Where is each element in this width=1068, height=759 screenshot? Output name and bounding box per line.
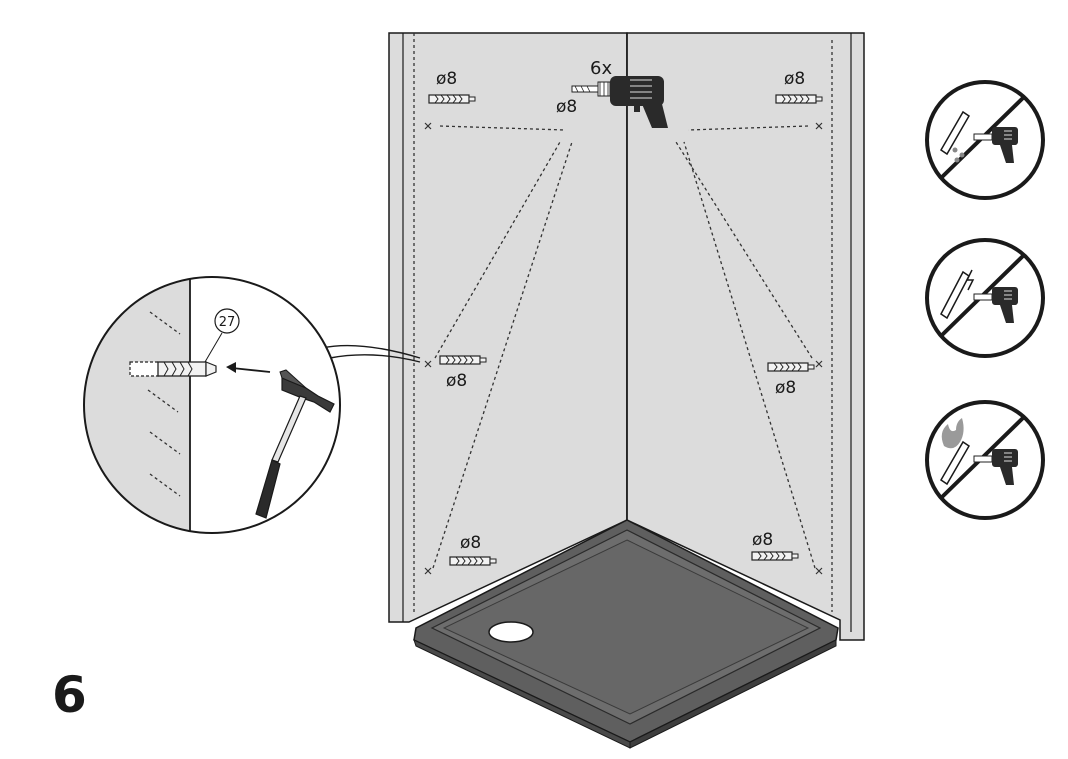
power-drill-icon	[571, 76, 668, 128]
guide-lines	[432, 125, 816, 569]
no-drill-water-pipe-icon	[925, 80, 1045, 200]
hammer-icon	[255, 369, 335, 519]
left-wall	[388, 32, 628, 623]
wall-plug-detail	[157, 361, 217, 377]
wall-plug-lower-right	[751, 551, 799, 561]
diameter-label-lower-left: ø8	[460, 533, 481, 553]
wall-plug-middle-left	[439, 355, 487, 365]
part-number-callout: 27	[204, 308, 240, 363]
no-drill-electric-cable-icon	[925, 238, 1045, 358]
wall-plug-middle-right	[767, 362, 815, 372]
callout-pointer	[321, 344, 421, 363]
part-number-label: 27	[219, 315, 236, 330]
detail-magnifier	[83, 276, 341, 534]
no-drill-gas-pipe-icon	[925, 400, 1045, 520]
wall-plug-lower-left	[449, 556, 497, 566]
diameter-label-middle-left: ø8	[446, 371, 467, 391]
drill-marks	[424, 122, 823, 575]
diameter-label-middle-right: ø8	[775, 378, 796, 398]
drill-count-label: 6x	[590, 58, 612, 79]
wall-plug-upper-left	[428, 94, 476, 104]
wall-plug-upper-right	[775, 94, 823, 104]
step-number: 6	[52, 666, 87, 724]
drain-hole	[488, 621, 534, 643]
diameter-label-upper-left: ø8	[436, 69, 457, 89]
diameter-label-lower-right: ø8	[752, 530, 773, 550]
shower-tray	[413, 519, 839, 749]
drill-bit-diameter-label: ø8	[556, 97, 577, 117]
diameter-label-upper-right: ø8	[784, 69, 805, 89]
